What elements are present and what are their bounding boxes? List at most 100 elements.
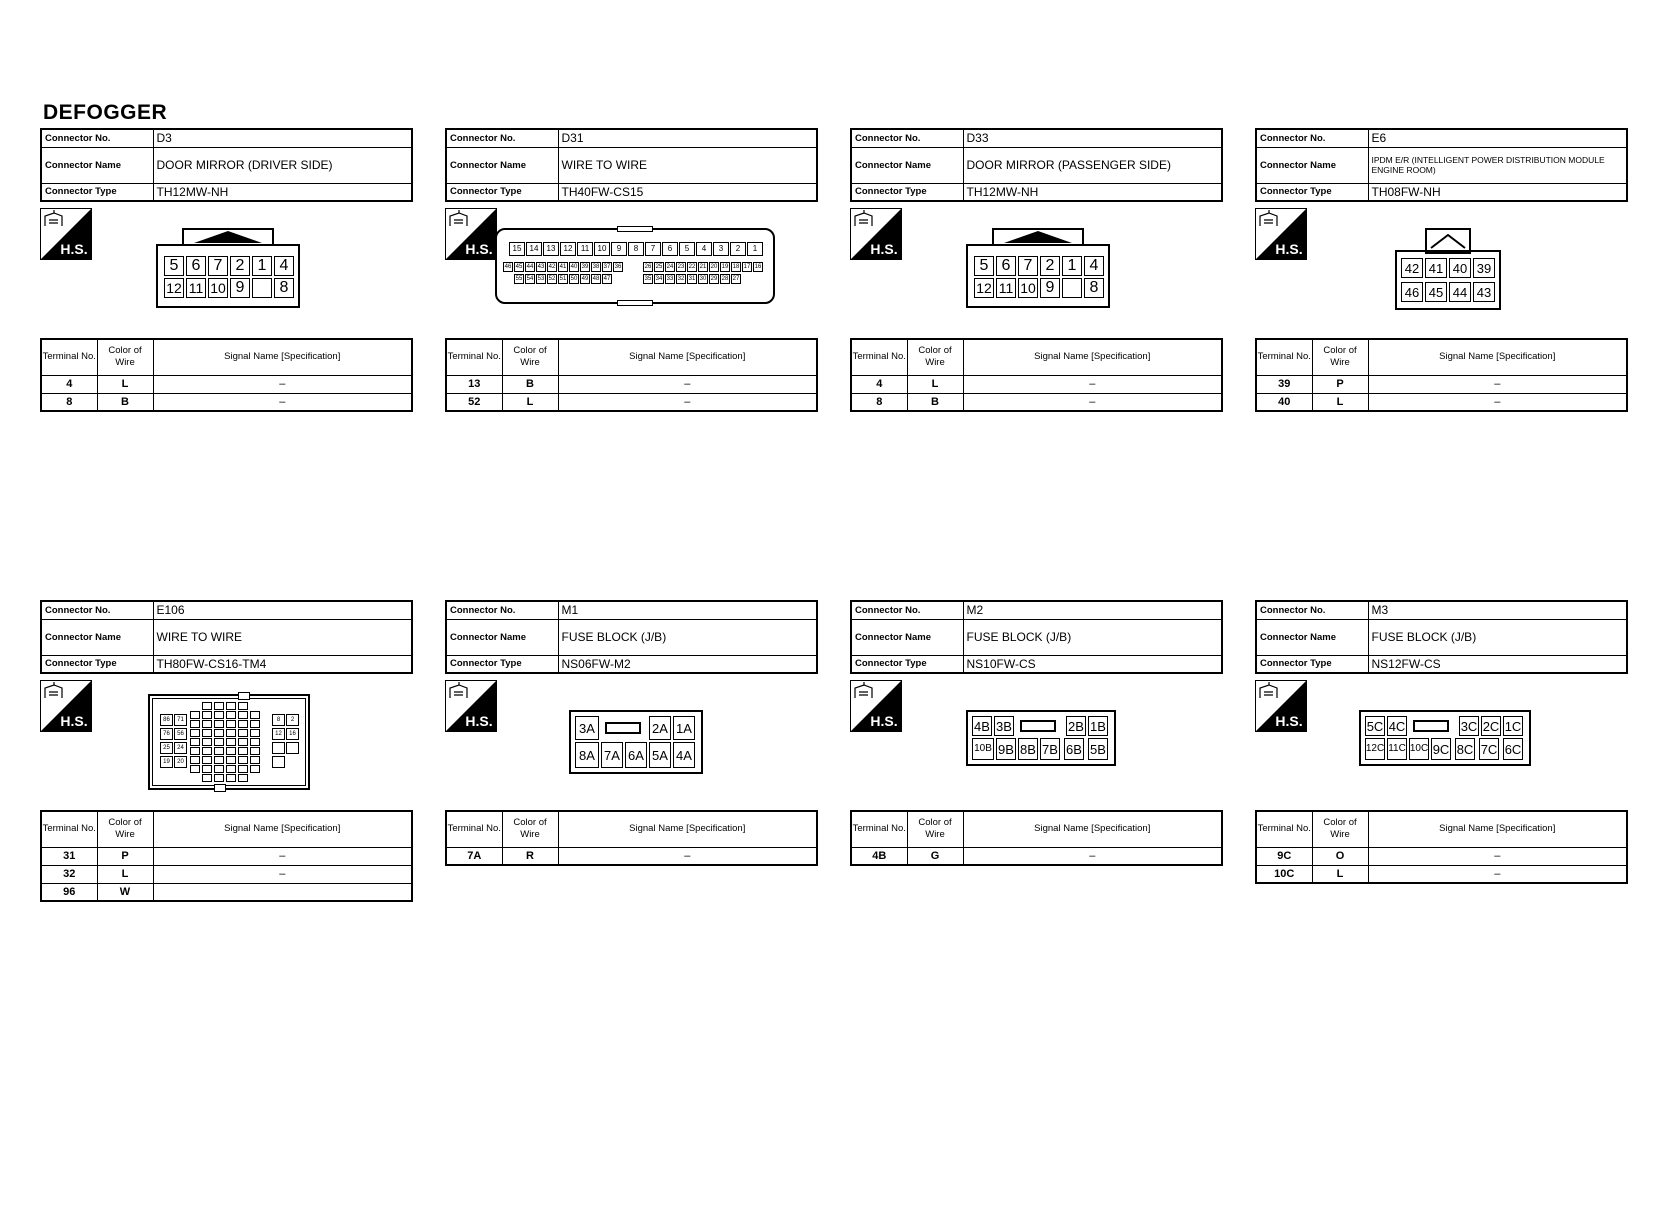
connector-no-value: M3 — [1367, 600, 1628, 620]
pin-cell: 33 — [665, 274, 675, 284]
pin-cell: 45 — [514, 262, 524, 272]
pin-cavity — [226, 702, 236, 710]
pin-7C: 7C — [1479, 738, 1499, 760]
pin-cell: 29 — [709, 274, 719, 284]
pin-cell: 15 — [509, 242, 525, 256]
pin-cavity — [214, 711, 224, 719]
connector-no-value: D33 — [962, 128, 1223, 148]
pin-4C: 4C — [1387, 716, 1407, 736]
pin-cavity — [250, 729, 260, 737]
pin-blank — [252, 278, 272, 298]
pin-cell: 24 — [174, 742, 187, 754]
connector-type-value: TH12MW-NH — [962, 182, 1223, 202]
pin-cavity — [202, 756, 212, 764]
svg-text:H.S.: H.S. — [1275, 713, 1302, 729]
pin-cell: 7 — [645, 242, 661, 256]
pin-cavity — [214, 729, 224, 737]
harness-side-icon: H.S. — [1255, 208, 1307, 260]
connector-no-value: M2 — [962, 600, 1223, 620]
pin-cell: 36 — [613, 262, 623, 272]
connector-no-value: E6 — [1367, 128, 1628, 148]
pin-2A: 2A — [649, 716, 671, 740]
pin-cell: 3 — [713, 242, 729, 256]
pin-cavity — [214, 747, 224, 755]
pin-2: 2 — [230, 256, 250, 276]
pin-cell: 71 — [174, 714, 187, 726]
pin-cell: 4 — [696, 242, 712, 256]
pin-1: 1 — [252, 256, 272, 276]
pin-cavity — [250, 738, 260, 746]
pin-5A: 5A — [649, 742, 671, 768]
pin-3C: 3C — [1459, 716, 1479, 736]
pin-cavity — [226, 747, 236, 755]
pin-cell: 12 — [272, 728, 285, 740]
pin-cell: 56 — [174, 728, 187, 740]
pin-cell: 42 — [547, 262, 557, 272]
pin-4: 4 — [274, 256, 294, 276]
pin-9C: 9C — [1431, 738, 1451, 760]
pin-6C: 6C — [1503, 738, 1523, 760]
pin-cell: 32 — [676, 274, 686, 284]
pin-cavity — [202, 720, 212, 728]
connector-name-value: FUSE BLOCK (J/B) — [1367, 618, 1628, 656]
pin-cell: 14 — [526, 242, 542, 256]
connector-no-value: M1 — [557, 600, 818, 620]
pin-3B: 3B — [994, 716, 1014, 736]
pin-cavity — [214, 756, 224, 764]
pin-cell: 2 — [730, 242, 746, 256]
connector-type-value: TH80FW-CS16-TM4 — [152, 654, 413, 674]
pin-cell: 28 — [720, 274, 730, 284]
pin-cavity — [202, 738, 212, 746]
pin-cell: 18 — [731, 262, 741, 272]
connector-face-d3: 5 6 7 2 1 4 12 11 10 9 8 — [156, 228, 300, 308]
pin-10C: 10C — [1409, 738, 1429, 760]
pin-5C: 5C — [1365, 716, 1385, 736]
pin-cavity — [250, 765, 260, 773]
pin-blank — [1062, 278, 1082, 298]
pin-7: 7 — [1018, 256, 1038, 276]
pin-cell: 19 — [160, 756, 173, 768]
pin-cell: 22 — [687, 262, 697, 272]
pin-7B: 7B — [1040, 738, 1060, 760]
pin-6A: 6A — [625, 742, 647, 768]
pin-cell: 51 — [558, 274, 568, 284]
connector-no-value: D3 — [152, 128, 413, 148]
pin-cell: 17 — [742, 262, 752, 272]
pin-11C: 11C — [1387, 738, 1407, 760]
pin-cavity — [190, 747, 200, 755]
pin-cell: 47 — [602, 274, 612, 284]
pin-5: 5 — [974, 256, 994, 276]
pin-cavity — [250, 711, 260, 719]
signal-name-header: Signal Name [Specification] — [152, 338, 413, 376]
pin-cell: 46 — [503, 262, 513, 272]
connector-type-value: NS12FW-CS — [1367, 654, 1628, 674]
connector-no-label: Connector No. — [445, 128, 559, 148]
pin-cell: 34 — [654, 274, 664, 284]
pin-8: 8 — [1084, 278, 1104, 298]
pin-cell: 13 — [543, 242, 559, 256]
connector-type-label: Connector Type — [40, 182, 154, 202]
connector-no-label: Connector No. — [40, 128, 154, 148]
pin-cavity — [250, 756, 260, 764]
pin-10: 10 — [208, 278, 228, 298]
harness-side-icon: H.S. — [445, 208, 497, 260]
pin-cell: 44 — [525, 262, 535, 272]
